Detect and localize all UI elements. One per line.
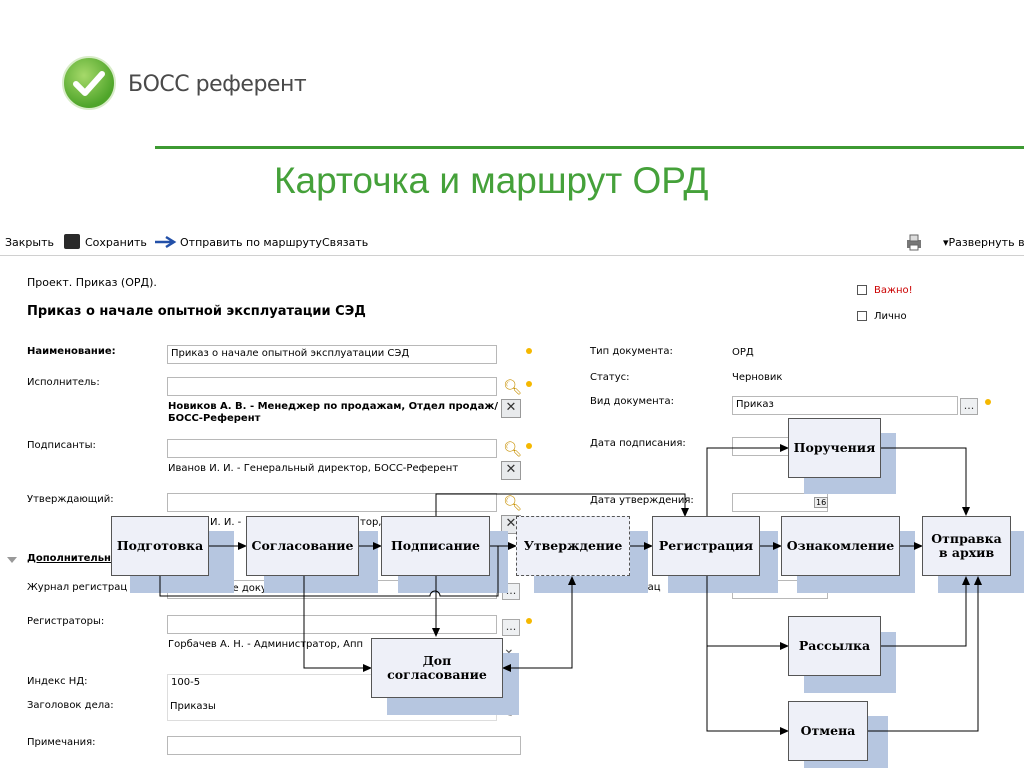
brand-name: БОСС референт — [128, 72, 307, 97]
step-archive: Отправка в архив — [922, 516, 1011, 576]
important-checkbox[interactable] — [857, 285, 867, 295]
step-agreement: Согласование — [246, 516, 359, 576]
name-field[interactable]: Приказ о начале опытной эксплуатации СЭД — [167, 345, 497, 364]
search-icon[interactable]: 🔍︎ — [503, 440, 523, 458]
signers-label: Подписанты: — [27, 440, 96, 451]
executor-value: Новиков А. В. - Менеджер по продажам, От… — [168, 401, 498, 424]
status-value: Черновик — [732, 372, 783, 383]
additional-section-label[interactable]: Дополнительн — [27, 553, 111, 564]
required-dot — [526, 618, 532, 624]
step-orders: Поручения — [788, 418, 881, 478]
executor-label: Исполнитель: — [27, 377, 100, 388]
name-label: Наименование: — [27, 346, 116, 357]
important-label: Важно! — [874, 285, 913, 296]
registrars-value: Горбачев А. Н. - Администратор, Апп — [168, 639, 364, 650]
search-icon[interactable]: 🔍︎ — [503, 378, 523, 396]
expand-button[interactable]: ▾Развернуть в — [943, 236, 1024, 249]
doc-kind-field[interactable]: Приказ — [732, 396, 958, 415]
check-icon — [73, 71, 105, 96]
printer-icon[interactable] — [904, 232, 924, 252]
remove-signer-icon[interactable]: ✕ — [501, 461, 521, 480]
doc-type-label: Тип документа: — [590, 346, 673, 357]
notes-label: Примечания: — [27, 737, 96, 748]
slide-title: Карточка и маршрут ОРД — [274, 160, 709, 201]
registrars-field[interactable] — [167, 615, 497, 634]
step-familiarization: Ознакомление — [781, 516, 900, 576]
search-icon[interactable]: 🔍︎ — [503, 494, 523, 512]
approver-label: Утверждающий: — [27, 494, 114, 505]
step-preparation: Подготовка — [111, 516, 209, 576]
registrars-label: Регистраторы: — [27, 616, 105, 627]
sign-date-label: Дата подписания: — [590, 438, 686, 449]
remove-executor-icon[interactable]: ✕ — [501, 399, 521, 418]
approver-value: И. И. - — [210, 517, 242, 528]
save-button[interactable]: Сохранить — [85, 236, 147, 249]
collapse-triangle-icon[interactable] — [6, 555, 18, 565]
toolbar-divider — [0, 255, 1024, 256]
doc-type-value: ОРД — [732, 347, 754, 358]
step-approval: Утверждение — [516, 516, 630, 576]
executor-field[interactable] — [167, 377, 497, 396]
journal-label: Журнал регистрац — [27, 582, 128, 593]
step-mailing: Рассылка — [788, 616, 881, 676]
required-dot — [526, 443, 532, 449]
brand-logo — [62, 56, 116, 110]
step-registration: Регистрация — [652, 516, 760, 576]
case-title-value: Приказы — [170, 701, 216, 712]
divider — [155, 146, 1024, 149]
link-button[interactable]: Связать — [322, 236, 369, 249]
doc-header: Проект. Приказ (ОРД). — [27, 276, 157, 289]
step-extra-agreement: Доп согласование — [371, 638, 503, 698]
step-signing: Подписание — [381, 516, 490, 576]
required-dot — [985, 399, 991, 405]
signers-value: Иванов И. И. - Генеральный директор, БОС… — [168, 463, 459, 474]
notes-field[interactable] — [167, 736, 521, 755]
step-cancel: Отмена — [788, 701, 868, 761]
send-arrow-icon[interactable] — [154, 235, 178, 249]
personal-label: Лично — [874, 311, 907, 322]
close-button[interactable]: Закрыть — [5, 236, 54, 249]
personal-checkbox[interactable] — [857, 311, 867, 321]
doc-kind-label: Вид документа: — [590, 396, 674, 407]
signers-field[interactable] — [167, 439, 497, 458]
index-label: Индекс НД: — [27, 676, 88, 687]
calendar-icon[interactable]: 16 — [814, 497, 829, 508]
send-route-button[interactable]: Отправить по маршруту — [180, 236, 322, 249]
approve-date-label: Дата утверждения: — [590, 495, 694, 506]
toolbar: Закрыть Сохранить Отправить по маршруту … — [0, 230, 1024, 256]
approver-value-tail: тор, — [360, 517, 382, 528]
approver-field[interactable] — [167, 493, 497, 512]
status-label: Статус: — [590, 372, 630, 383]
registrars-ellipsis-button[interactable]: ... — [502, 619, 520, 636]
required-dot — [526, 348, 532, 354]
save-icon[interactable] — [64, 234, 80, 249]
doc-kind-ellipsis-button[interactable]: ... — [960, 398, 978, 415]
doc-title: Приказ о начале опытной эксплуатации СЭД — [27, 304, 366, 319]
chevron-down-icon[interactable]: ⌄ — [503, 641, 515, 657]
case-title-label: Заголовок дела: — [27, 700, 114, 711]
required-dot — [526, 381, 532, 387]
